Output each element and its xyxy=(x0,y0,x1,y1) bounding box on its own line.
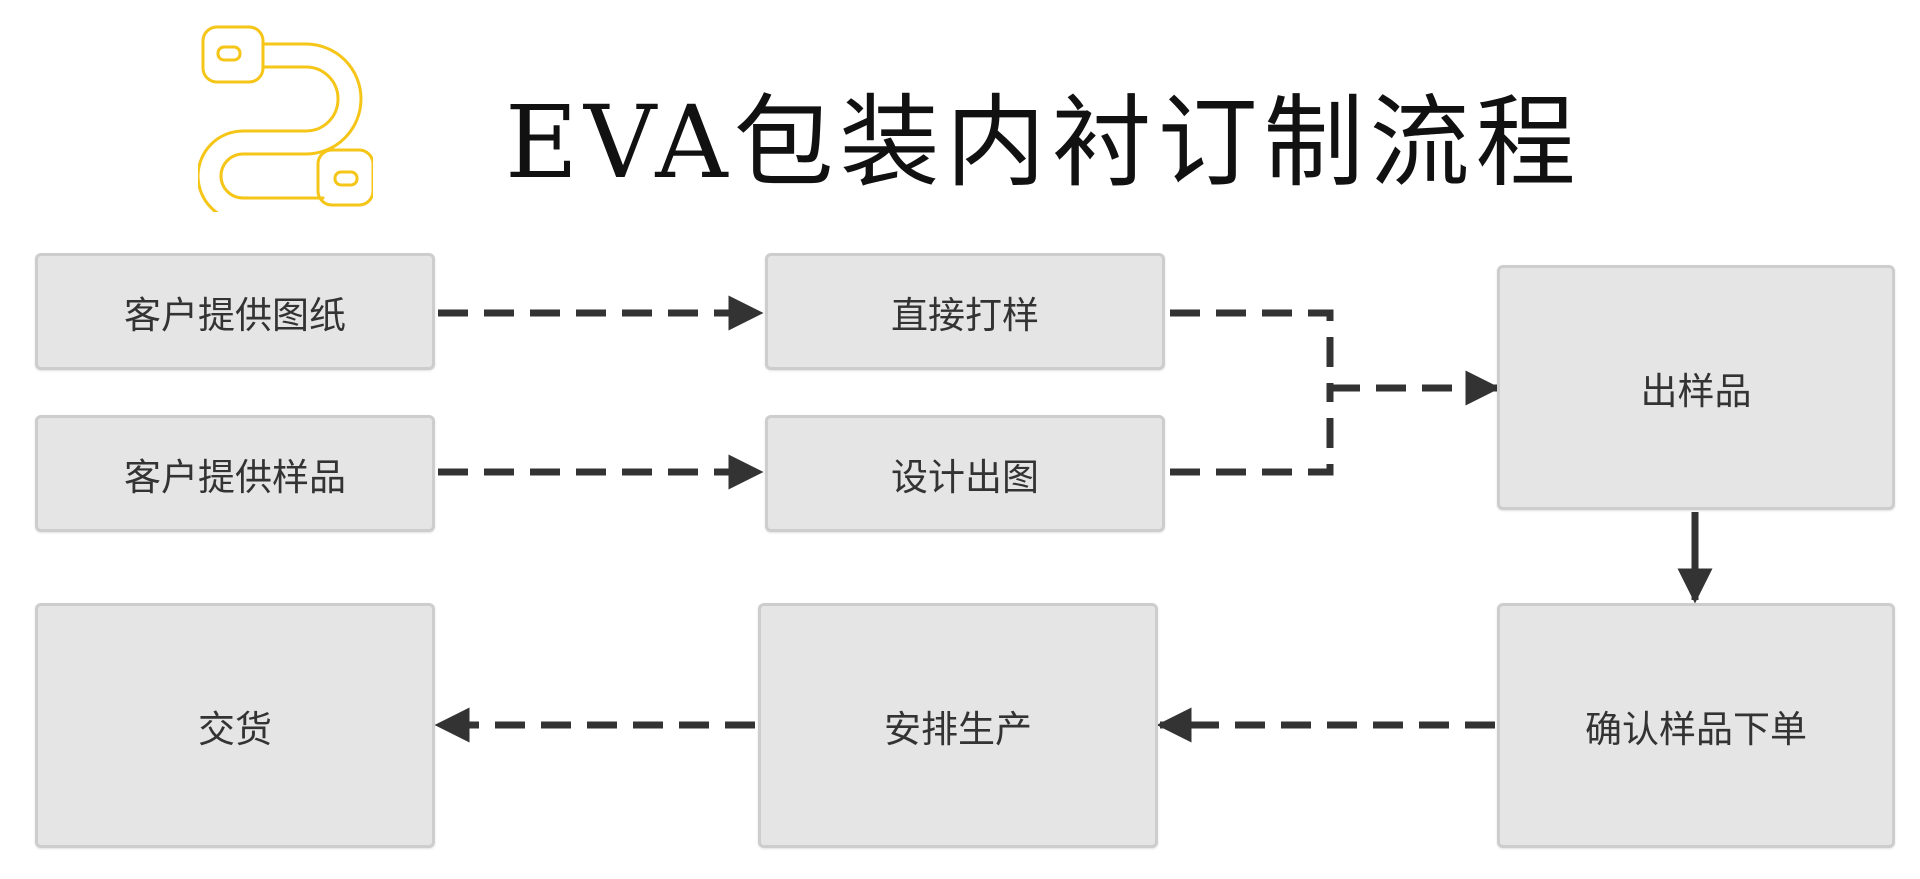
node-design-drawing: 设计出图 xyxy=(765,415,1165,532)
node-customer-drawings: 客户提供图纸 xyxy=(35,253,435,370)
node-direct-proofing: 直接打样 xyxy=(765,253,1165,370)
node-customer-sample: 客户提供样品 xyxy=(35,415,435,532)
edge-proofing-to-merge xyxy=(1170,309,1334,388)
node-confirm-order: 确认样品下单 xyxy=(1497,603,1895,848)
node-sample-out: 出样品 xyxy=(1497,265,1895,510)
edge-design-to-merge xyxy=(1170,388,1334,476)
cable-connector-icon xyxy=(198,25,373,212)
page-title: EVA包装内衬订制流程 xyxy=(505,84,1582,201)
node-arrange-production: 安排生产 xyxy=(758,603,1158,848)
node-delivery: 交货 xyxy=(35,603,435,848)
